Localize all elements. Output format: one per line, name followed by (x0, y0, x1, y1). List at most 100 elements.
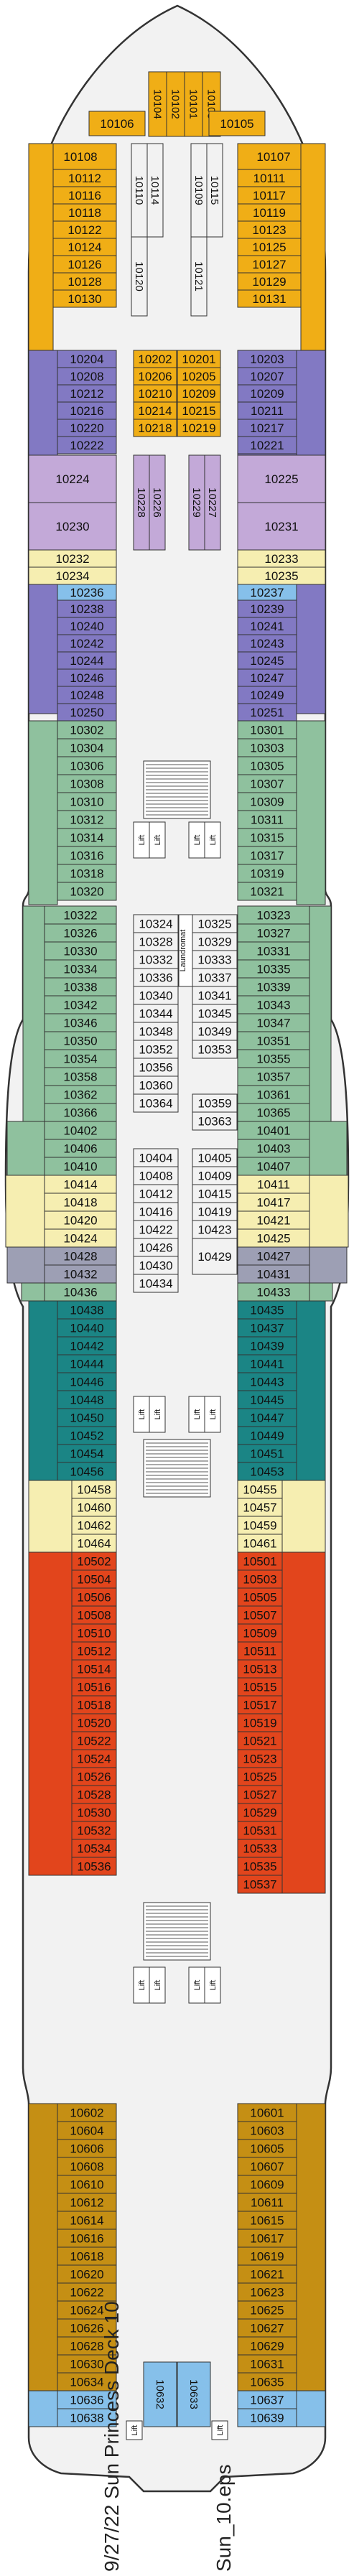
cabin[interactable]: 10537 (237, 1875, 283, 1894)
cabin[interactable]: 10218 (133, 419, 177, 437)
cabin[interactable]: 10506 (71, 1587, 117, 1607)
cabin[interactable]: 10419 (192, 1202, 238, 1221)
cabin[interactable]: 10605 (237, 2139, 297, 2158)
cabin[interactable]: 10350 (44, 1031, 117, 1050)
cabin-inner[interactable]: 10226 (149, 454, 166, 551)
cabin[interactable]: 10407 (237, 1157, 310, 1176)
cabin[interactable]: 10509 (237, 1623, 283, 1643)
cabin[interactable]: 10327 (237, 923, 310, 943)
cabin[interactable]: 10611 (237, 2193, 297, 2212)
cabin-bow[interactable]: 10102 (166, 71, 185, 137)
cabin[interactable]: 10458 (71, 1480, 117, 1499)
cabin[interactable]: 10129 (237, 272, 302, 291)
cabin[interactable]: 10448 (57, 1390, 117, 1409)
cabin[interactable]: 10319 (237, 864, 297, 883)
cabin[interactable]: 10420 (44, 1210, 117, 1230)
cabin[interactable]: 10446 (57, 1372, 117, 1391)
cabin[interactable]: 10338 (44, 977, 117, 997)
cabin[interactable]: 10365 (237, 1103, 310, 1122)
cabin[interactable]: 10131 (237, 289, 302, 308)
cabin[interactable]: 10357 (237, 1067, 310, 1086)
cabin-aft[interactable]: 10633 (177, 2361, 211, 2427)
cabin[interactable]: 10127 (237, 255, 302, 274)
cabin[interactable]: 10501 (237, 1551, 283, 1571)
cabin[interactable]: 10612 (57, 2193, 117, 2212)
cabin[interactable]: 10521 (237, 1731, 283, 1750)
cabin[interactable]: 10333 (192, 950, 238, 969)
cabin[interactable]: 10251 (237, 703, 297, 722)
cabin[interactable]: 10608 (57, 2157, 117, 2176)
cabin[interactable]: 10615 (237, 2211, 297, 2230)
cabin[interactable]: 10621 (237, 2264, 297, 2284)
cabin[interactable]: 10528 (71, 1785, 117, 1804)
cabin[interactable]: 10217 (237, 419, 297, 437)
cabin[interactable]: 10314 (57, 828, 117, 847)
cabin[interactable]: 10406 (44, 1139, 117, 1158)
cabin[interactable]: 10415 (192, 1184, 238, 1203)
cabin[interactable]: 10339 (237, 977, 310, 997)
cabin[interactable]: 10345 (192, 1004, 238, 1023)
cabin-inner[interactable]: 10109 (190, 143, 208, 238)
cabin[interactable]: 10316 (57, 846, 117, 865)
cabin[interactable]: 10450 (57, 1408, 117, 1427)
cabin[interactable]: 10515 (237, 1677, 283, 1697)
cabin[interactable]: 10610 (57, 2175, 117, 2194)
cabin[interactable]: 10346 (44, 1013, 117, 1032)
cabin[interactable]: 10335 (237, 959, 310, 979)
cabin-inner[interactable]: 10228 (133, 454, 150, 551)
cabin[interactable]: 10534 (71, 1839, 117, 1858)
cabin[interactable]: 10112 (52, 169, 117, 187)
cabin[interactable]: 10222 (57, 436, 117, 454)
cabin-aft[interactable]: 10632 (143, 2361, 177, 2427)
cabin[interactable]: 10352 (133, 1040, 179, 1059)
cabin[interactable]: 10351 (237, 1031, 310, 1050)
cabin[interactable]: 10616 (57, 2229, 117, 2248)
cabin[interactable]: 10122 (52, 220, 117, 239)
cabin[interactable]: 10638 (57, 2408, 117, 2427)
cabin[interactable]: 10329 (192, 932, 238, 951)
cabin[interactable]: 10409 (192, 1166, 238, 1185)
cabin[interactable]: 10504 (71, 1569, 117, 1589)
cabin[interactable]: 10423 (192, 1220, 238, 1239)
cabin[interactable]: 10312 (57, 810, 117, 829)
cabin[interactable]: 10523 (237, 1749, 283, 1768)
cabin[interactable]: 10310 (57, 792, 117, 811)
cabin[interactable]: 10332 (133, 950, 179, 969)
cabin[interactable]: 10364 (133, 1093, 179, 1113)
cabin[interactable]: 10124 (52, 238, 117, 256)
cabin[interactable]: 10637 (237, 2390, 297, 2409)
cabin[interactable]: 10325 (192, 914, 238, 933)
cabin[interactable]: 10529 (237, 1803, 283, 1822)
cabin[interactable]: 10511 (237, 1641, 283, 1661)
cabin[interactable]: 10326 (44, 923, 117, 943)
cabin[interactable]: 10311 (237, 810, 297, 829)
cabin[interactable]: 10118 (52, 203, 117, 222)
cabin[interactable]: 10627 (237, 2318, 297, 2338)
cabin[interactable]: 10230 (28, 502, 117, 551)
cabin[interactable]: 10532 (71, 1821, 117, 1840)
cabin[interactable]: 10116 (52, 186, 117, 205)
cabin[interactable]: 10456 (57, 1462, 117, 1481)
cabin[interactable]: 10602 (57, 2103, 117, 2122)
cabin[interactable]: 10430 (133, 1256, 179, 1275)
cabin[interactable]: 10435 (237, 1300, 297, 1320)
cabin[interactable]: 10354 (44, 1049, 117, 1068)
cabin[interactable]: 10619 (237, 2246, 297, 2266)
cabin[interactable]: 10212 (57, 384, 117, 403)
cabin[interactable]: 10522 (71, 1731, 117, 1750)
cabin[interactable]: 10324 (133, 914, 179, 933)
cabin-inner[interactable]: 10120 (131, 236, 148, 317)
cabin[interactable]: 10216 (57, 401, 117, 420)
cabin[interactable]: 10362 (44, 1085, 117, 1104)
cabin[interactable]: 10425 (237, 1228, 310, 1248)
cabin[interactable]: 10358 (44, 1067, 117, 1086)
cabin[interactable]: 10125 (237, 238, 302, 256)
cabin[interactable]: 10347 (237, 1013, 310, 1032)
cabin[interactable]: 10625 (237, 2300, 297, 2320)
cabin[interactable]: 10323 (237, 905, 310, 925)
cabin[interactable]: 10302 (57, 720, 117, 739)
cabin[interactable]: 10442 (57, 1336, 117, 1355)
cabin[interactable]: 10210 (133, 384, 177, 403)
cabin[interactable]: 10225 (237, 454, 326, 503)
cabin[interactable]: 10250 (57, 703, 117, 722)
